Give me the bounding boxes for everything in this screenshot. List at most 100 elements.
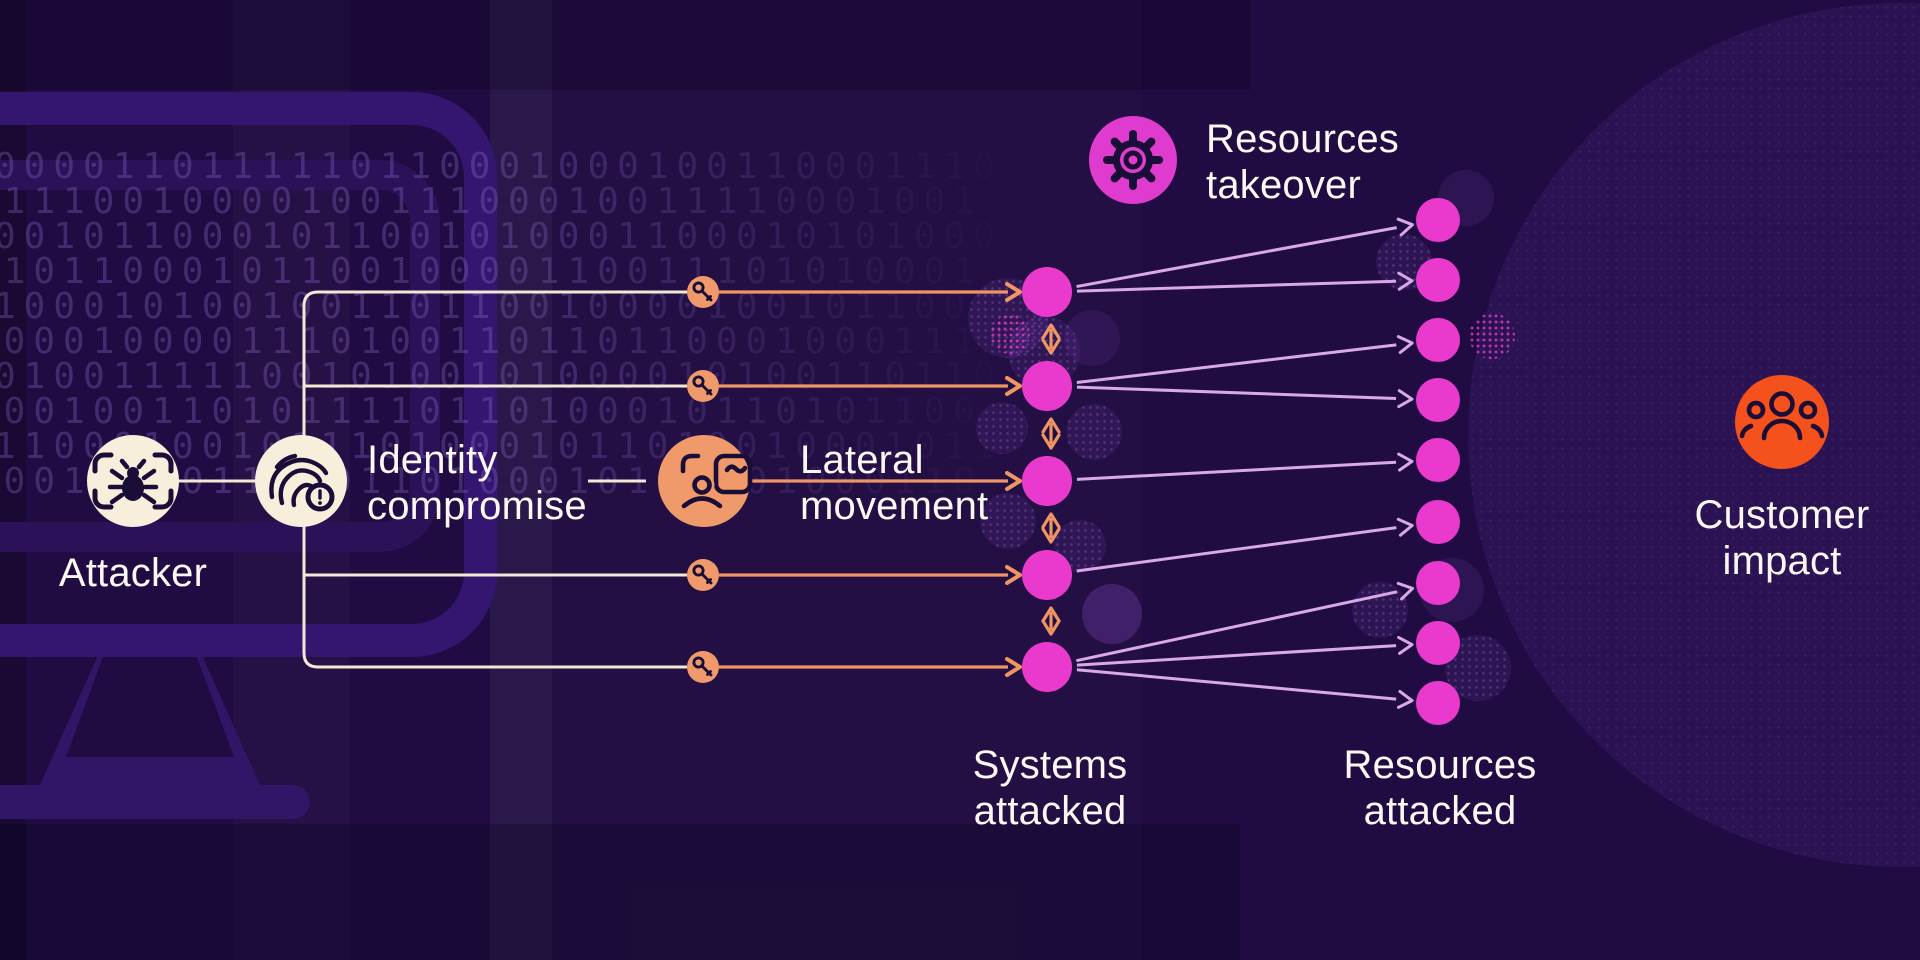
- monitor-screen-outline: [0, 160, 440, 552]
- decorative-circle: [976, 402, 1028, 454]
- gear-tooth: [1142, 169, 1156, 183]
- attack-arrowhead-icon: [1005, 565, 1022, 585]
- key-icon: [692, 375, 713, 396]
- monitor-stand-base: [0, 785, 310, 819]
- connector-arrowhead-icon: [1396, 217, 1414, 237]
- binary-row: 0101100010110010000110011101010001: [0, 251, 983, 292]
- lateral-movement-node: [658, 435, 753, 527]
- key-ring: [692, 281, 705, 294]
- people-group-icon: [1739, 391, 1825, 441]
- system-attacked-node: [1022, 642, 1072, 692]
- binary-row: 0100111110010100101000010100110110: [0, 356, 1003, 397]
- binary-row: 0001001101011110110100010110101100: [0, 391, 983, 432]
- down-arrowhead-icon: [1041, 433, 1061, 450]
- key-icon: [692, 656, 713, 677]
- monitor-outline: [0, 92, 497, 657]
- systems-attacked-label: Systems attacked: [972, 743, 1128, 833]
- decorative-circle: [980, 493, 1036, 549]
- branch-lines: [178, 290, 687, 669]
- system-to-resource-line: [1076, 668, 1397, 701]
- decorative-circle: [990, 314, 1030, 354]
- attacker-label: Attacker: [58, 551, 208, 595]
- system-attacked-node: [1022, 550, 1072, 600]
- connector-arrowhead-icon: [1397, 389, 1414, 409]
- system-to-resource-line: [1076, 590, 1398, 663]
- customer-impact-label: Customer impact: [1694, 493, 1870, 583]
- decorative-circle: [1066, 404, 1122, 460]
- key-icon: [692, 564, 713, 585]
- system-to-resource-line: [1076, 343, 1397, 384]
- key-ring: [692, 375, 705, 388]
- resource-attacked-node: [1416, 318, 1460, 362]
- attacker-node: [87, 435, 179, 527]
- gear-icon: [1103, 130, 1163, 190]
- up-arrowhead-icon: [1041, 323, 1061, 340]
- system-to-resource-line: [1076, 526, 1397, 573]
- resource-attacked-node: [1416, 258, 1460, 302]
- fingerprint-alert-icon: [269, 453, 335, 512]
- resources-takeover-node: [1089, 116, 1177, 204]
- decorative-circle: [1469, 313, 1515, 359]
- bg-band: [0, 824, 1240, 960]
- connector-arrowhead-icon: [1396, 335, 1414, 355]
- resource-attacked-node: [1416, 438, 1460, 482]
- key-tooth: [706, 578, 712, 584]
- decorative-circle: [1445, 635, 1511, 701]
- resources-takeover-label: Resources takeover: [1206, 117, 1399, 207]
- resource-attacked-node: [1416, 378, 1460, 422]
- key-ring: [692, 656, 705, 669]
- down-arrowhead-icon: [1041, 527, 1061, 544]
- bg-band: [0, 0, 1250, 90]
- binary-row: 0111001000010011100010011110001001: [0, 181, 983, 222]
- resource-attacked-node: [1416, 561, 1460, 605]
- up-arrowhead-icon: [1041, 512, 1061, 529]
- resources-attacked-label: Resources attacked: [1343, 743, 1537, 833]
- connector-arrowhead-icon: [1396, 517, 1414, 537]
- decorative-circle: [1064, 310, 1120, 366]
- resource-attacked-node: [1416, 681, 1460, 725]
- bug-scan-icon: [92, 452, 174, 510]
- system-attacked-node: [1022, 267, 1072, 317]
- identity-compromise-node: [255, 435, 347, 527]
- key-tooth: [706, 295, 712, 301]
- connector-arrowhead-icon: [1396, 689, 1414, 709]
- down-arrowhead-icon: [1041, 338, 1061, 355]
- connector-arrowhead-icon: [1397, 271, 1414, 291]
- bg-stripe: [490, 0, 552, 960]
- attack-arrowhead-icon: [1005, 657, 1022, 677]
- customer-impact-node: [1735, 375, 1829, 469]
- gear-tooth: [1110, 169, 1124, 183]
- identity-compromise-label: Identity compromise: [367, 438, 587, 528]
- attack-arrowhead-icon: [1005, 471, 1022, 491]
- system-to-resource-line: [1076, 279, 1397, 293]
- up-arrowhead-icon: [1041, 417, 1061, 434]
- down-arrowhead-icon: [1041, 619, 1061, 636]
- gear-tooth: [1110, 137, 1124, 151]
- key-tooth: [706, 389, 712, 395]
- connector-arrowhead-icon: [1397, 452, 1414, 472]
- system-attacked-node: [1022, 361, 1072, 411]
- lateral-movement-label: Lateral movement: [800, 438, 989, 528]
- resource-attacked-node: [1416, 621, 1460, 665]
- system-to-resource-line: [1076, 226, 1397, 289]
- binary-row: 0000110111110110001000100110001110: [0, 146, 1003, 187]
- key-icon: [692, 281, 713, 302]
- resource-attacked-node: [1416, 198, 1460, 242]
- gear-tooth: [1142, 137, 1156, 151]
- connector-arrowhead-icon: [1397, 635, 1414, 655]
- attack-arrowhead-icon: [1005, 376, 1022, 396]
- attack-arrowhead-icon: [1005, 282, 1022, 302]
- key-tooth: [706, 670, 712, 676]
- connector-arrowhead-icon: [1396, 581, 1415, 601]
- system-attacked-node: [1022, 456, 1072, 506]
- system-to-resource-line: [1076, 385, 1397, 400]
- id-badge-user-icon: [680, 453, 753, 509]
- resource-attacked-node: [1416, 500, 1460, 544]
- up-arrowhead-icon: [1041, 606, 1061, 623]
- decorative-circle: [1352, 582, 1408, 638]
- binary-row: 0010110001011001010001100010101000: [0, 216, 1003, 257]
- key-ring: [692, 564, 705, 577]
- system-to-resource-line: [1076, 644, 1397, 667]
